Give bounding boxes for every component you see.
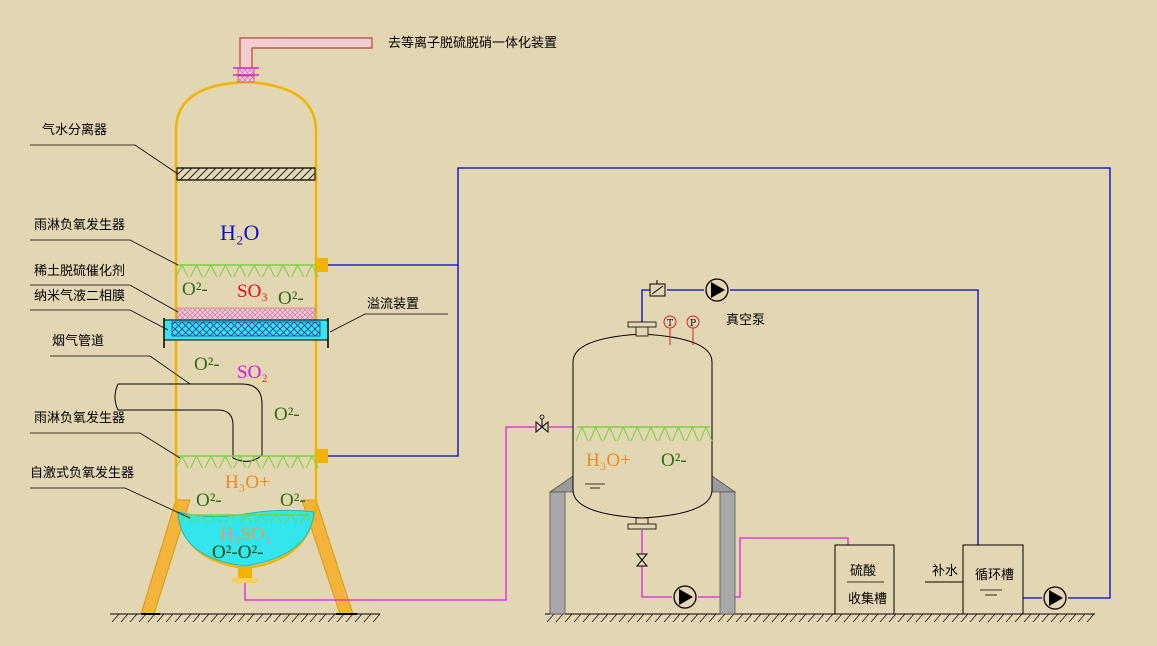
circulation-tank (962, 544, 1024, 615)
drain-valve (635, 553, 649, 567)
inlet-valve (535, 414, 549, 434)
label-vacuum-pump: 真空泵 (726, 313, 765, 328)
label-membrane: 纳米气液二相膜 (34, 288, 125, 304)
outlet-pipe (233, 37, 373, 83)
pressure-gauge-label: P (690, 319, 696, 329)
right-vessel (572, 333, 713, 519)
tower-legs (140, 499, 357, 615)
chem-o2-1: O²- (182, 279, 208, 300)
label-flue: 烟气管道 (52, 333, 104, 349)
lower-spray-generator (175, 455, 319, 469)
ground-left (110, 613, 381, 623)
label-spray-upper: 雨淋负氧发生器 (34, 217, 125, 233)
tower-liquid (177, 509, 315, 567)
vacuum-pump-icon (705, 278, 729, 302)
ground-right (545, 613, 1095, 623)
chem-h3o-vessel: H₃O+ (586, 450, 631, 471)
catalyst-layer (176, 307, 316, 321)
chem-o2-3: O²- (194, 354, 220, 375)
upper-inlet-flange (316, 258, 328, 272)
flue-duct (114, 383, 263, 462)
label-sulfuric-bottom: 收集槽 (848, 591, 887, 607)
label-circulation: 循环槽 (975, 568, 1014, 583)
chem-o2-pair: O²-O²- (212, 542, 264, 563)
label-sulfuric-top: 硫酸 (850, 564, 876, 579)
label-outlet: 去等离子脱硫脱硝一体化装置 (388, 35, 557, 51)
label-spray-lower: 雨淋负氧发生器 (34, 410, 125, 426)
sulfuric-acid-tank (834, 544, 895, 615)
chem-h3o-tower: H₃O+ (225, 472, 270, 493)
label-separator: 气水分离器 (42, 122, 107, 138)
lower-inlet-flange (316, 449, 328, 463)
temperature-gauge: T (663, 315, 677, 345)
label-catalyst: 稀土脱硫催化剂 (34, 264, 125, 279)
chem-h2o: H₂O (220, 220, 259, 245)
chem-so2: SO₂ (237, 362, 268, 383)
chem-h2so4: H₂SO₄ (220, 524, 271, 545)
chem-o2-6: O²- (280, 490, 306, 511)
chem-so3: SO₃ (237, 281, 268, 302)
leader-lines (30, 144, 448, 519)
acid-pump-icon (673, 585, 697, 609)
gas-water-separator (176, 167, 316, 181)
tower-drain (232, 568, 258, 583)
chem-o2-2: O²- (278, 288, 304, 309)
tower-vessel (174, 80, 318, 570)
check-valve (649, 280, 666, 297)
right-vessel-legs (548, 475, 737, 615)
chem-o2-4: O²- (274, 404, 300, 425)
upper-spray-generator (175, 264, 319, 278)
pressure-gauge: P (686, 315, 700, 345)
chem-o2-5: O²- (196, 490, 222, 511)
nano-membrane (163, 318, 329, 348)
label-self-excited: 自激式负氧发生器 (30, 465, 134, 481)
temperature-gauge-label: T (667, 319, 673, 329)
circulation-pump-icon (1043, 586, 1067, 610)
blue-circulation-pipes (328, 167, 1111, 599)
right-vessel-nozzles (627, 321, 657, 530)
label-makeup: 补水 (932, 564, 958, 579)
chem-o2-vessel: O²- (661, 450, 687, 471)
label-overflow: 溢流装置 (367, 297, 419, 312)
